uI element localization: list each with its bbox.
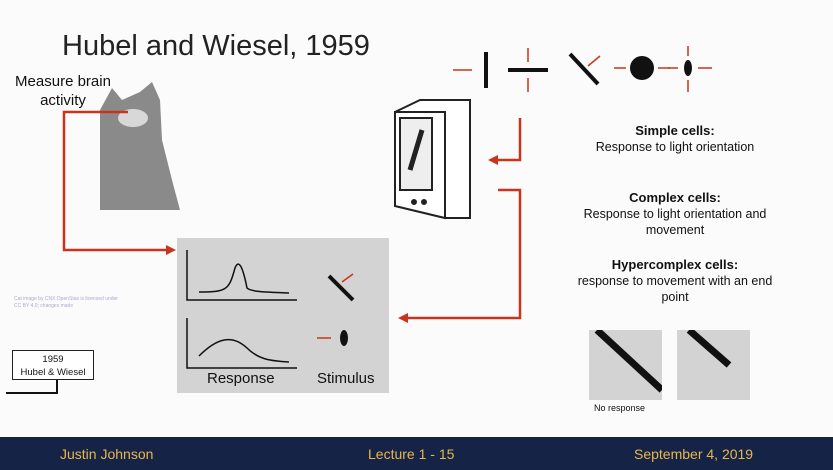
measure-label: Measure brain activity (15, 73, 111, 109)
response-graphs (186, 250, 355, 369)
footer: Justin Johnson Lecture 1 - 15 September … (0, 437, 833, 470)
simple-cells-text: Simple cells:Response to light orientati… (595, 123, 755, 154)
no-response-label: No response (594, 403, 646, 413)
complex-cells-text: Complex cells:Response to light orientat… (583, 190, 767, 237)
image-credit: Cat image by CNX OpenStax is licensed un… (14, 296, 118, 309)
end-point-stimulus (677, 330, 750, 400)
signal-arrows (62, 110, 522, 320)
no-response-stimulus (589, 330, 662, 400)
slide-title: Hubel and Wiesel, 1959 (62, 30, 370, 62)
stimuli-row (453, 46, 712, 92)
response-label: Response (207, 370, 275, 387)
footer-lecture: Lecture 1 - 15 (368, 446, 455, 462)
cat-image (100, 82, 180, 210)
computer-icon (394, 99, 471, 220)
diagram (62, 46, 712, 323)
footer-author: Justin Johnson (60, 446, 154, 462)
footer-date: September 4, 2019 (634, 446, 754, 462)
hypercomplex-cells-text: Hypercomplex cells:response to movement … (577, 257, 773, 304)
timeline-line (6, 380, 58, 394)
recording-panel: Response Stimulus (177, 238, 389, 393)
stimulus-label: Stimulus (317, 370, 375, 387)
